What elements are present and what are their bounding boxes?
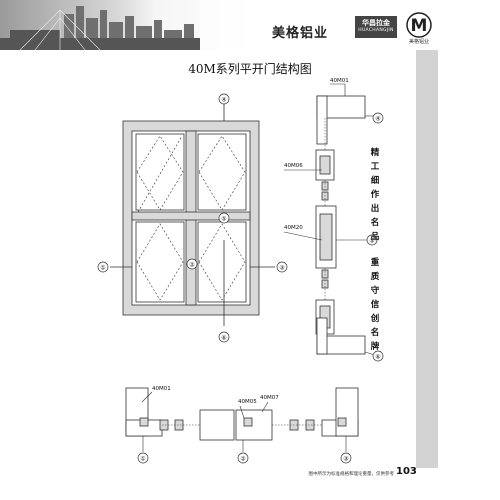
open-line-lu1 [137,135,183,213]
label-profile-40m20: 40M20 [284,225,303,231]
logo-chinese-text: 华昌拉金 [362,19,390,27]
logo-pinyin-text: HUACHANGJIN [358,28,394,33]
brand-m-logo: M [406,12,432,38]
label-bottom-40m07: 40M07 [260,395,279,401]
logo-subtitle: 美格铝业 [408,39,429,45]
label-bottom-40m05: 40M05 [238,399,257,405]
logo-mark-letter: M [411,16,428,36]
hsection-40m05 [199,409,235,441]
right-sidebar-strip [416,50,438,468]
callout-2-bottom: ② [240,456,246,463]
label-profile-top: 40M01 [330,78,349,84]
open-diamond-ru [198,135,246,211]
left-lower-sash [135,221,185,303]
label-profile-40m06: 40M06 [284,163,303,169]
slogan-trust-brand: 重质守信创名牌 [370,258,380,352]
footer-disclaimer: 图中所示为标准规格和理论重量，仅供参考 [308,472,395,477]
label-bottom-40m01: 40M01 [152,386,171,392]
callout-5-main: ⑤ [221,216,226,223]
company-logo: 华昌拉金 HUACHANGJIN [355,16,397,38]
callout-4-section: ④ [375,116,380,123]
open-diamond-ll [136,223,184,301]
header-banner [0,0,500,51]
hsection-40m07 [235,409,273,441]
callout-3-main: ③ [279,265,284,272]
section-top-jamb [316,95,328,145]
callout-6-main: ⑥ [221,335,226,342]
open-diamond-rl [198,223,246,301]
door-transom [131,211,251,221]
callout-3-bottom: ③ [343,456,348,463]
slogan-quality-products: 精工细作出名品 [370,148,380,242]
callout-6-section: ⑥ [375,354,380,361]
city-skyline-image [0,0,260,51]
page-title: 40M系列平开门结构图 [188,62,312,76]
page-number: 103 [396,466,417,477]
callout-4-top: ④ [221,97,226,104]
hsection-right-jamb [335,387,359,437]
open-diamond-lu [136,135,184,211]
callout-5-section: ⑤ [369,238,374,245]
callout-1-main: ① [100,265,105,272]
brand-name: 美格铝业 [272,26,329,41]
callout-1-bottom: ① [140,456,145,463]
callout-2-main: ② [189,262,195,269]
